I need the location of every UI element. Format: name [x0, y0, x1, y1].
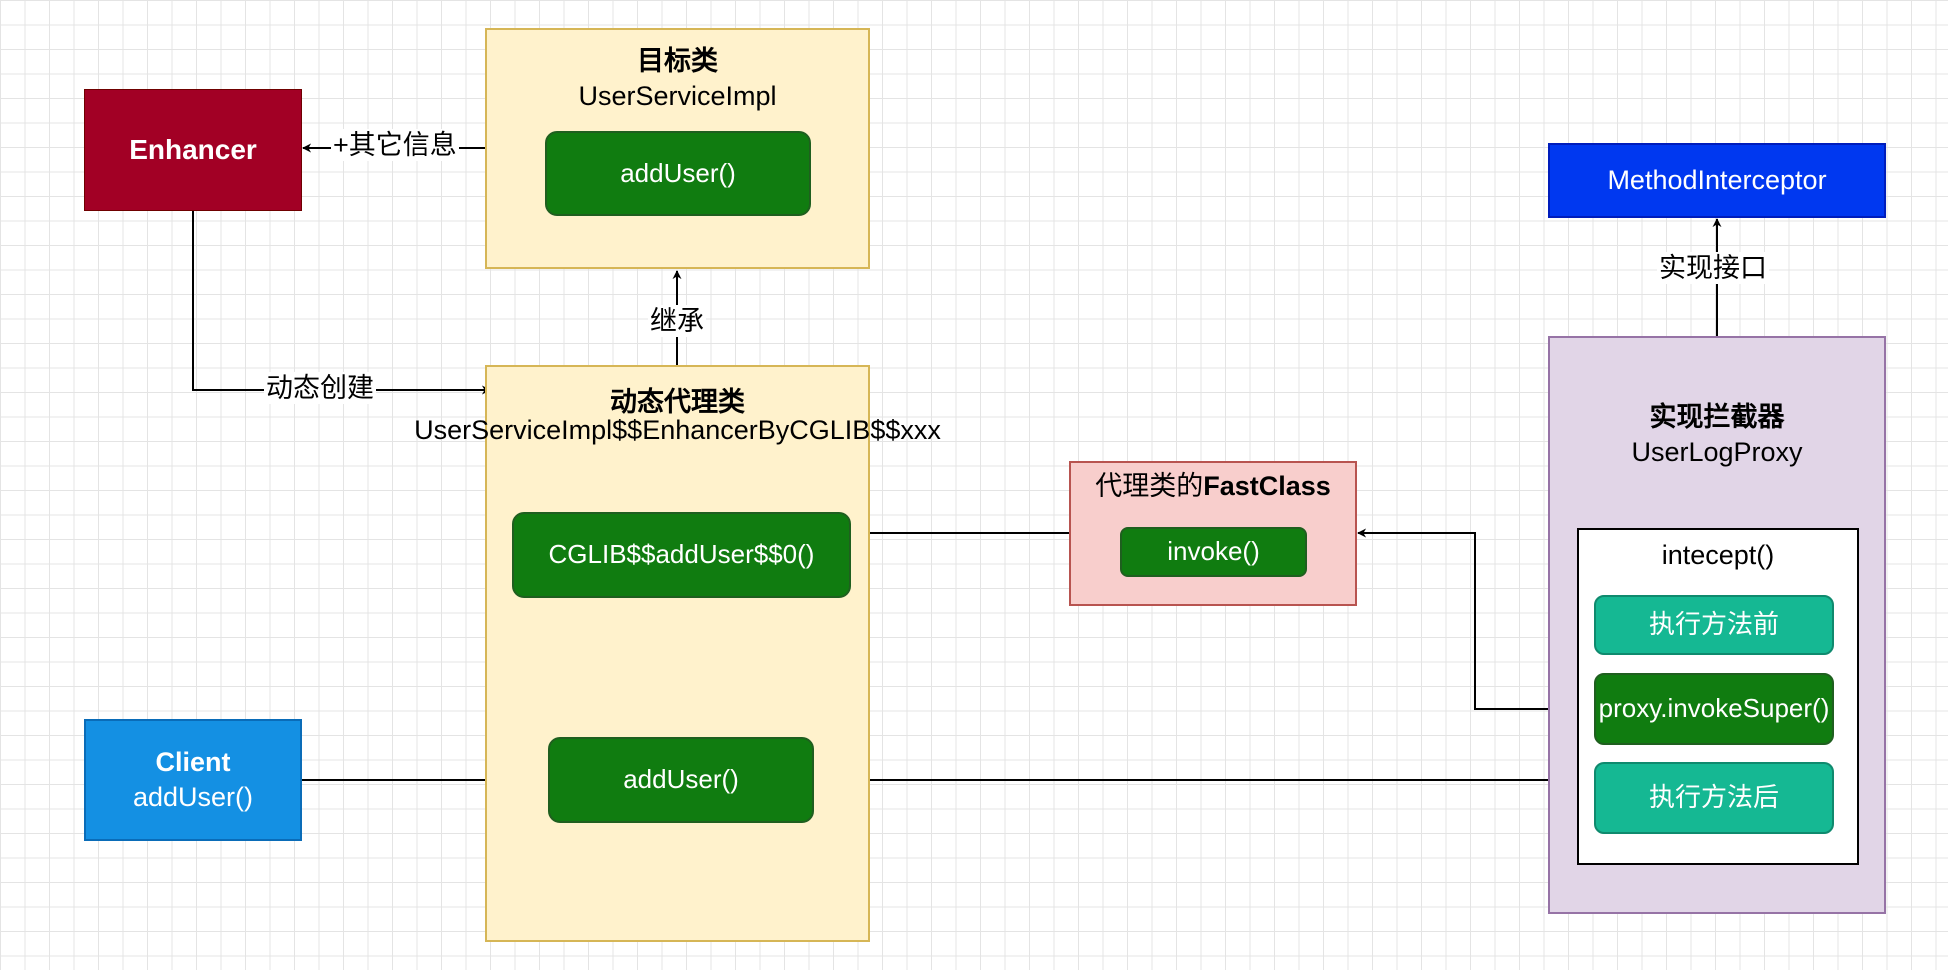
enhancer-box[interactable]: Enhancer	[84, 89, 302, 211]
after-method-step[interactable]: 执行方法后	[1594, 762, 1834, 834]
target-adduser-method[interactable]: addUser()	[545, 131, 811, 216]
client-method: addUser()	[132, 782, 254, 812]
enhancer-label: Enhancer	[129, 133, 257, 165]
label-implements: 实现接口	[1657, 252, 1769, 285]
fastclass-box[interactable]: 代理类的FastClass	[1069, 461, 1357, 606]
before-method-label: 执行方法前	[1648, 609, 1779, 640]
client-box[interactable]: Client addUser()	[84, 719, 302, 841]
target-class-name: UserServiceImpl	[578, 81, 777, 112]
fastclass-title: 代理类的FastClass	[1095, 469, 1331, 504]
fastclass-invoke-method[interactable]: invoke()	[1120, 527, 1307, 577]
interceptor-impl-title: 实现拦截器	[1649, 402, 1785, 432]
target-class-title: 目标类	[637, 46, 718, 76]
invoke-super-label: proxy.invokeSuper()	[1598, 693, 1830, 724]
method-interceptor-box[interactable]: MethodInterceptor	[1548, 143, 1886, 218]
edge-dynamic-create	[192, 211, 491, 395]
label-inherit: 继承	[648, 305, 706, 338]
client-title: Client	[155, 746, 231, 777]
proxy-adduser-label: addUser()	[623, 764, 739, 795]
cglib-adduser-label: CGLIB$$addUser$$0()	[548, 539, 815, 570]
proxy-class-box[interactable]	[485, 365, 870, 942]
fastclass-title-bold: FastClass	[1203, 471, 1331, 501]
after-method-label: 执行方法后	[1648, 782, 1779, 813]
fastclass-invoke-label: invoke()	[1167, 536, 1260, 567]
interceptor-impl-name: UserLogProxy	[1631, 437, 1803, 468]
target-adduser-label: addUser()	[620, 157, 736, 188]
proxy-adduser-method[interactable]: addUser()	[548, 737, 814, 823]
before-method-step[interactable]: 执行方法前	[1594, 595, 1834, 655]
label-dynamic-create: 动态创建	[264, 372, 376, 405]
edge-invokesuper-to-fastclass	[1357, 528, 1594, 710]
method-interceptor-label: MethodInterceptor	[1607, 164, 1827, 195]
invoke-super-step[interactable]: proxy.invokeSuper()	[1594, 673, 1834, 745]
proxy-class-title: 动态代理类	[610, 387, 745, 417]
fastclass-title-prefix: 代理类的	[1095, 471, 1204, 501]
cglib-adduser-method[interactable]: CGLIB$$addUser$$0()	[512, 512, 851, 598]
label-other-info: +其它信息	[331, 129, 459, 162]
intercept-method-title: intecept()	[1661, 540, 1775, 570]
proxy-class-name: UserServiceImpl$$EnhancerByCGLIB$$xxx	[414, 415, 941, 445]
